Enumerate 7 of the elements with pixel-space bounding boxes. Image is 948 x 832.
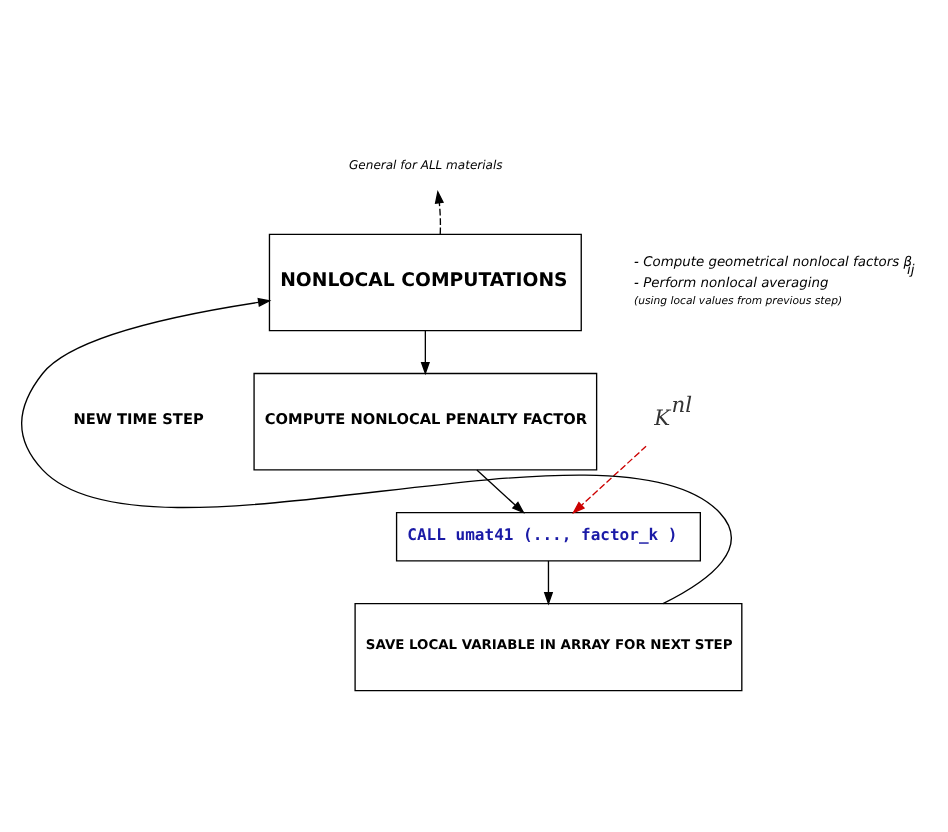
arrow [476,468,525,513]
arrow [21,296,732,604]
arrow [543,559,554,605]
node-box: NONLOCAL COMPUTATIONS [268,232,582,331]
arrow [572,444,647,513]
arrow [420,329,431,375]
arrow [434,189,445,234]
